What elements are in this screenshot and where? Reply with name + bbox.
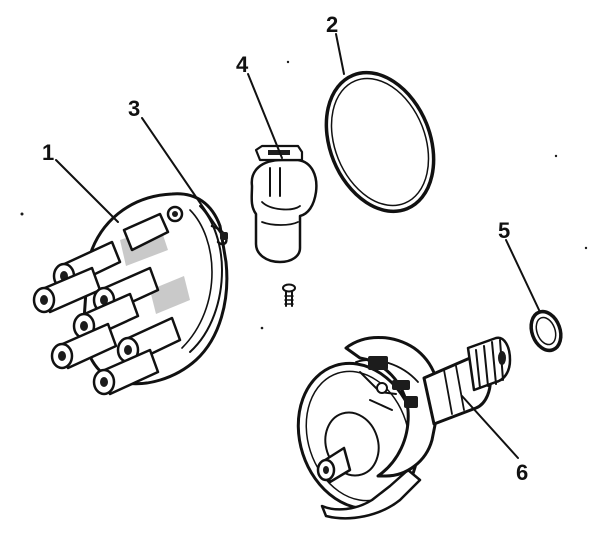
distributor-body-icon: [296, 336, 512, 520]
callout-2: 2: [326, 12, 338, 37]
leader-line-2: [335, 33, 345, 75]
leader-line-4: [247, 73, 283, 159]
print-specks: [20, 60, 588, 330]
leader-line-3: [141, 117, 221, 233]
callout-6: 6: [516, 460, 528, 485]
distributor-cap-icon: [32, 192, 229, 396]
leader-line-6: [461, 395, 519, 459]
cap-tower-posts: [32, 212, 182, 396]
callout-3: 3: [128, 96, 140, 121]
cap-gasket-o-ring-icon: [324, 70, 436, 214]
callout-5: 5: [498, 218, 510, 243]
shaft-seal-ring-icon: [529, 309, 563, 353]
leader-line-5: [505, 239, 541, 313]
rotor-screw-icon: [282, 283, 296, 307]
rotor-icon: [250, 144, 318, 264]
callout-1: 1: [42, 140, 54, 165]
callout-4: 4: [236, 52, 249, 77]
leader-line-1: [55, 159, 119, 223]
callout-labels: 1 2 3 4 5 6: [42, 12, 528, 485]
leader-lines: [55, 33, 541, 459]
